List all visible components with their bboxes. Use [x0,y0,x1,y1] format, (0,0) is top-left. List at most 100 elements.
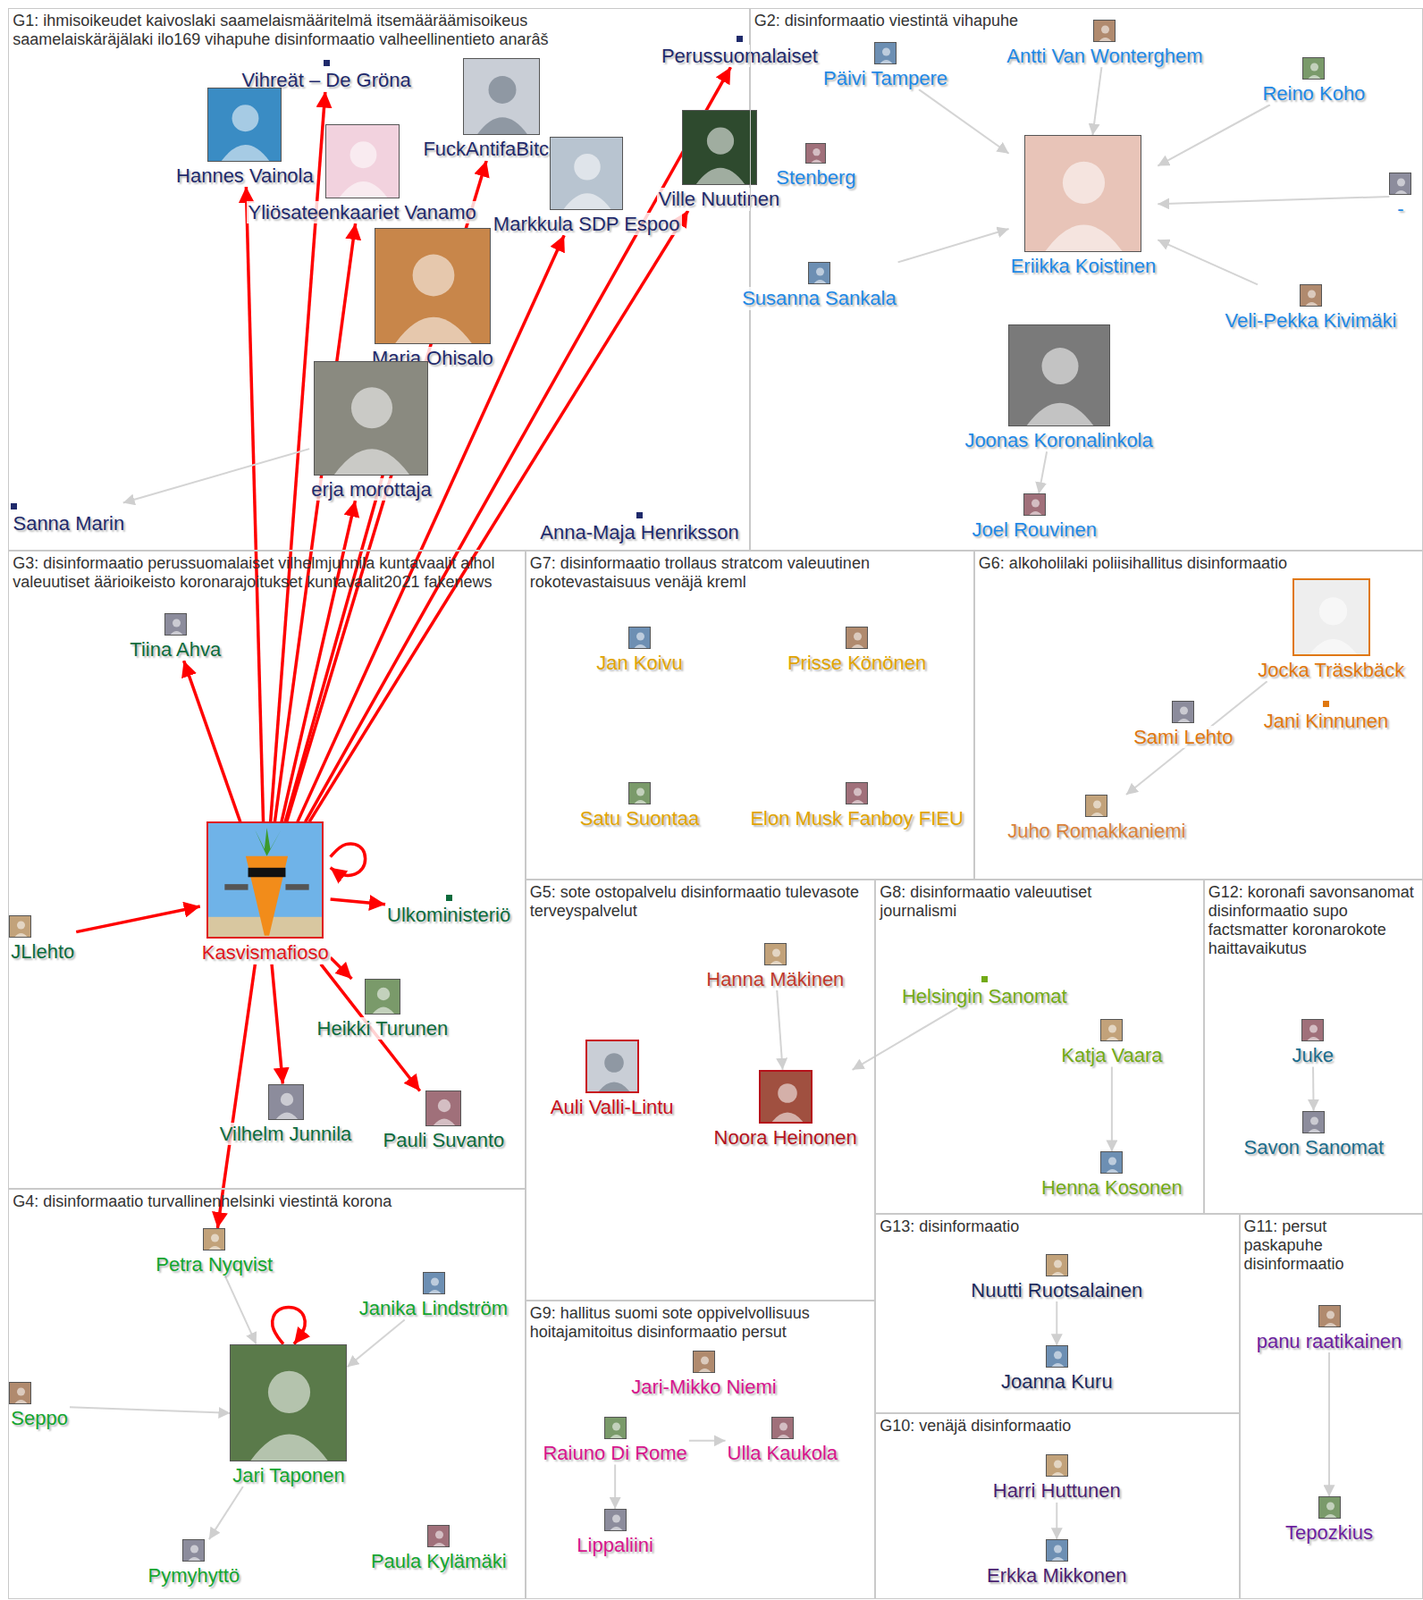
vertex: Perussuomalaiset [659,35,820,68]
group-heading: G1: ihmisoikeudet kaivoslaki saamelaismä… [12,11,625,50]
avatar-picture [1101,1152,1123,1174]
vertex-label: Joanna Kuru [999,1370,1115,1393]
avatar-ground [682,110,758,186]
vertex-label: Tiina Ahva [127,638,223,661]
vertex-label: Raiuno Di Rome [540,1441,689,1465]
avatar-image [764,943,787,966]
avatar-picture [1009,325,1111,427]
avatar-body [13,933,29,938]
avatar-ground [1009,325,1111,427]
avatar-body [1305,1036,1322,1042]
group-heading: G3: disinformaatio perussuomalaiset vilh… [12,554,528,592]
avatar-ground [1101,1019,1123,1042]
vertex: Ulkoministeriö [385,894,513,927]
avatar-ground [550,137,624,211]
avatar-body [333,448,412,476]
avatar-head [430,1278,439,1287]
vertex-label: Joonas Koronalinkola [962,429,1154,452]
vertex-label: Harri Huttunen [991,1479,1123,1502]
edge-connector [852,1007,959,1070]
avatar-picture [1046,1254,1069,1277]
avatar-body [608,1526,624,1532]
avatar-body [1393,190,1409,195]
avatar-image [1024,134,1142,253]
avatar-image [1318,1305,1341,1328]
avatar-body [1050,1557,1066,1562]
avatar-body [1306,639,1360,657]
avatar-head [612,1423,621,1432]
vertex-label: Elon Musk Fanboy FIEU [748,807,965,830]
vertex-label: Veli-Pekka Kivimäki [1222,309,1398,332]
vertex: Pymyhyttö [145,1539,242,1587]
vertex: Markkula SDP Espoo [491,136,683,236]
avatar-ground [629,783,651,805]
avatar-image [682,109,758,186]
vertex-label: Eriikka Koistinen [1009,254,1159,278]
avatar-body [1306,1128,1322,1134]
avatar-body [1304,302,1320,307]
edge-connector [225,1275,257,1344]
avatar-body [427,1289,443,1295]
avatar-head [882,47,891,56]
avatar-image [10,503,17,510]
vertex: Ulla Kaukola [725,1416,841,1465]
avatar-ground [463,58,540,135]
avatar-picture [1046,1455,1069,1477]
vertex-label: Erkka Mikkonen [985,1564,1129,1587]
vertex-label: Heikki Turunen [315,1017,451,1040]
avatar-ground [806,143,826,164]
avatar-body [274,1111,299,1120]
edge-connector [1157,104,1271,166]
avatar-head [1326,1502,1335,1511]
vertex: Stenberg [774,143,858,189]
vertex: Joanna Kuru [999,1345,1115,1393]
vertex: Janika Lindström [357,1271,510,1320]
group-panel: G12: koronafi savonsanomat disinformaati… [1204,879,1423,1214]
carrot-body [245,856,288,936]
avatar-head [612,1514,621,1523]
edge-connector [1126,681,1268,795]
vertex-label: Jan Koivu [594,651,685,674]
avatar-head [604,1052,624,1073]
avatar-head [1397,177,1406,186]
vertex: Juho Romakkaniemi [1005,794,1188,843]
avatar-body [850,799,866,805]
avatar-head [351,387,393,429]
avatar-picture [1094,20,1116,43]
avatar-head [1053,1351,1062,1360]
edge-connector [918,89,1010,154]
avatar-head [706,127,733,155]
avatar-picture [587,1041,640,1094]
avatar-body [186,1557,203,1562]
avatar-head [210,1234,219,1243]
vertex: Heikki Turunen [315,978,451,1040]
avatar-body [1050,1271,1066,1277]
avatar-body [431,1542,447,1548]
vertex-label: Jari-Mikko Niemi [629,1375,779,1398]
edge-connector [330,899,386,905]
avatar-image [463,58,540,135]
avatar-image [374,227,491,345]
avatar-image [1171,700,1195,724]
vertex: Yliösateenkaariet Vanamo [246,124,479,224]
vertex: Savon Sanomat [1242,1111,1387,1159]
vertex-dot [636,512,643,519]
edge-connector [1312,1066,1315,1111]
avatar-picture [605,1417,627,1440]
avatar-ground [375,228,491,345]
avatar-image [1318,1496,1341,1519]
avatar-image [845,782,868,805]
avatar-body [249,1433,329,1461]
avatar-head [1053,1259,1062,1268]
avatar-image [427,1524,450,1548]
avatar-picture [428,1525,450,1548]
edge-connector [69,1406,231,1414]
avatar-head [1179,707,1188,716]
vertex: Harri Huttunen [991,1454,1123,1502]
avatar-image [874,42,897,65]
avatar-body [562,193,613,211]
avatar-image [1085,794,1108,817]
vertex-label: Katja Vaara [1059,1044,1164,1067]
edge-connector [898,228,1010,262]
